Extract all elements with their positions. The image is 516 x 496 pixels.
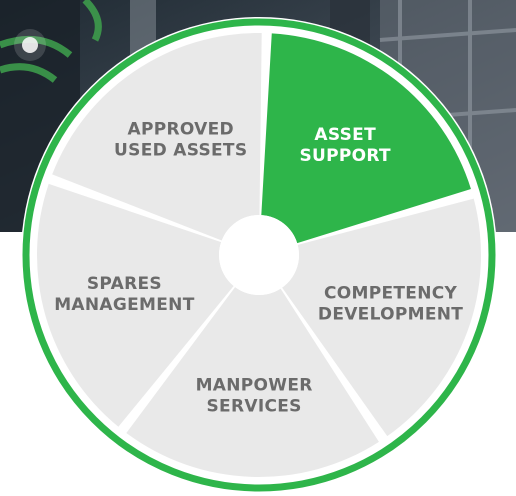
segment-label-line: COMPETENCY [324, 283, 458, 303]
segment-label-line: SPARES [87, 274, 162, 294]
wheel-center-hub [219, 215, 299, 295]
segment-label-line: USED ASSETS [114, 140, 247, 160]
segment-competency-development[interactable] [282, 198, 481, 437]
segment-label-line: SERVICES [207, 396, 302, 416]
segment-label-line: ASSET [314, 125, 376, 145]
segment-label-line: MANPOWER [196, 375, 313, 395]
segment-approved-used-assets[interactable] [52, 32, 262, 241]
segment-label-line: APPROVED [127, 119, 233, 139]
segment-label-line: SUPPORT [299, 146, 391, 166]
segment-label-line: MANAGEMENT [54, 295, 194, 315]
wheel-outer-ring [22, 18, 496, 492]
segment-manpower-services[interactable] [126, 287, 379, 478]
segment-spares-management[interactable] [36, 183, 234, 427]
segment-asset-support[interactable] [261, 33, 471, 244]
segment-label-line: DEVELOPMENT [318, 304, 463, 324]
